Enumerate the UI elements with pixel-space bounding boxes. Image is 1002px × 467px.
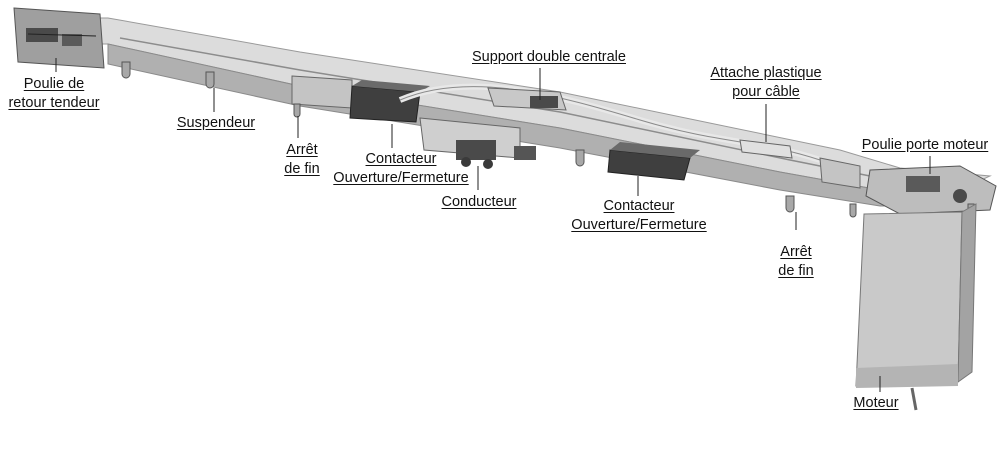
- label-moteur: Moteur: [853, 395, 899, 411]
- label-poulie-moteur: Poulie porte moteur: [861, 137, 989, 153]
- label-arret-fin-left: Arrêt de fin: [284, 142, 320, 177]
- label-poulie-retour: Poulie de retour tendeur: [8, 76, 100, 111]
- end-stop-right: [819, 157, 861, 189]
- motor-body: [855, 203, 977, 411]
- rail-groove: [119, 37, 881, 179]
- return-pulley-housing: [13, 7, 105, 69]
- label-support-double: Support double centrale: [472, 49, 626, 65]
- conductor-carrier: [419, 117, 536, 169]
- plastic-cable-tie: [739, 139, 793, 159]
- contactor-left: [349, 80, 430, 123]
- label-attache-plastique: Attache plastique pour câble: [710, 65, 822, 100]
- contactor-right: [607, 142, 700, 181]
- label-contacteur-right: Contacteur Ouverture/Fermeture: [571, 198, 707, 233]
- label-arret-fin-right: Arrêt de fin: [778, 244, 814, 279]
- label-suspendeur: Suspendeur: [176, 115, 256, 131]
- label-conducteur: Conducteur: [441, 194, 517, 210]
- label-contacteur-left: Contacteur Ouverture/Fermeture: [333, 151, 469, 186]
- motor-pulley-head: [865, 165, 997, 218]
- suspender-hooks: [121, 61, 857, 218]
- center-double-support: [487, 87, 567, 111]
- leader-lines: [55, 58, 931, 392]
